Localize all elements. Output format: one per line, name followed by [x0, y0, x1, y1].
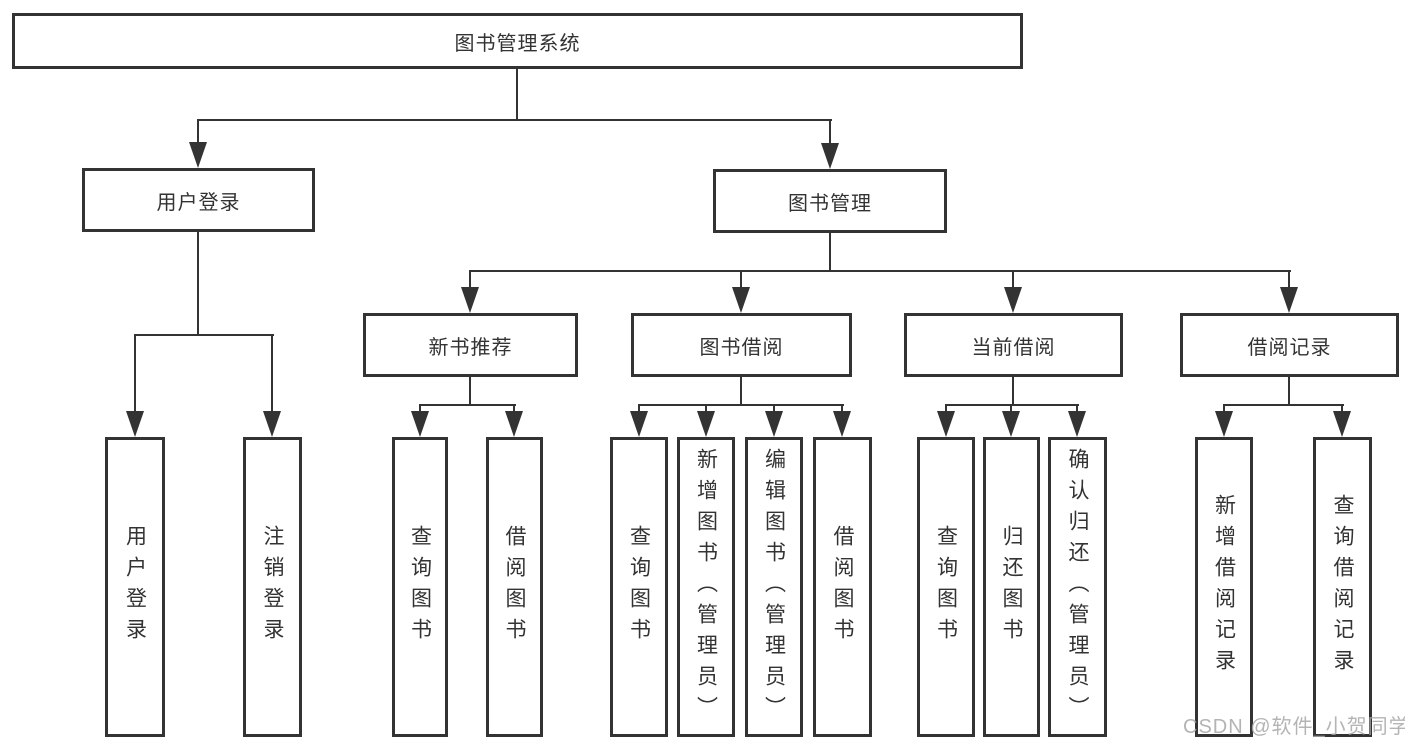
node-current-borrowing: 当前借阅	[904, 313, 1123, 377]
arrow-down-icon	[1004, 287, 1022, 313]
connector-rail	[134, 334, 274, 336]
leaf-label: 查询图书	[627, 525, 651, 649]
leaf-edit-books-admin: 编辑图书（管理员）	[745, 437, 803, 737]
connector-shaft	[705, 404, 707, 414]
connector-stem	[829, 233, 831, 271]
node-borrowing-records: 借阅记录	[1180, 313, 1399, 377]
leaf-label: 借阅图书	[831, 525, 854, 649]
node-label: 当前借阅	[971, 336, 1056, 359]
leaf-label: 归还图书	[1000, 525, 1023, 649]
leaf-add-borrow-record: 新增借阅记录	[1195, 437, 1253, 737]
connector-shaft	[1223, 404, 1225, 414]
arrow-down-icon	[126, 411, 144, 437]
node-user-login: 用户登录	[82, 168, 315, 232]
leaf-label: 新增图书（管理员）	[694, 447, 718, 727]
connector-shaft	[469, 270, 471, 288]
node-label: 图书管理	[788, 192, 872, 215]
leaf-user-login: 用户登录	[105, 437, 165, 737]
leaf-query-borrow-record: 查询借阅记录	[1313, 437, 1372, 737]
node-book-borrowing: 图书借阅	[631, 313, 852, 377]
leaf-logout: 注销登录	[243, 437, 302, 737]
node-new-book-recommend: 新书推荐	[363, 313, 578, 377]
node-label: 借阅记录	[1247, 336, 1332, 359]
csdn-watermark: CSDN @软件_小贺同学	[1183, 716, 1405, 738]
connector-shaft	[945, 404, 947, 414]
connector-rail	[1223, 404, 1344, 406]
connector-shaft	[1012, 270, 1014, 288]
connector-shaft	[1341, 404, 1343, 414]
connector-shaft	[740, 270, 742, 288]
leaf-label: 编辑图书（管理员）	[762, 447, 786, 727]
arrow-down-icon	[732, 287, 750, 313]
connector-shaft	[829, 119, 831, 145]
connector-shaft	[134, 334, 136, 413]
leaf-borrow-books-recommend: 借阅图书	[486, 437, 543, 737]
leaf-label: 用户登录	[123, 525, 147, 649]
connector-rail	[419, 404, 516, 406]
leaf-label: 查询图书	[934, 525, 958, 649]
arrow-down-icon	[411, 411, 429, 437]
connector-shaft	[1076, 404, 1078, 414]
arrow-down-icon	[1002, 411, 1020, 437]
connector-shaft	[1288, 270, 1290, 288]
connector-stem	[469, 377, 471, 406]
connector-shaft	[773, 404, 775, 414]
arrow-down-icon	[461, 287, 479, 313]
connector-shaft	[841, 404, 843, 414]
arrow-down-icon	[630, 411, 648, 437]
arrow-down-icon	[263, 411, 281, 437]
connector-stem	[1288, 377, 1290, 406]
arrow-down-icon	[1068, 411, 1086, 437]
leaf-add-books-admin: 新增图书（管理员）	[677, 437, 735, 737]
arrow-down-icon	[1333, 411, 1351, 437]
connector-shaft	[197, 119, 199, 145]
arrow-down-icon	[505, 411, 523, 437]
leaf-label: 确认归还（管理员）	[1066, 447, 1089, 727]
arrow-down-icon	[189, 142, 207, 168]
node-label: 图书管理系统	[454, 32, 581, 55]
leaf-confirm-return-admin: 确认归还（管理员）	[1048, 437, 1107, 737]
leaf-query-books-borrowing: 查询图书	[610, 437, 668, 737]
leaf-query-books-recommend: 查询图书	[392, 437, 448, 737]
arrow-down-icon	[1215, 411, 1233, 437]
leaf-label: 查询图书	[408, 525, 432, 649]
connector-stem	[740, 377, 742, 406]
connector-stem	[1012, 377, 1014, 406]
leaf-label: 新增借阅记录	[1212, 494, 1236, 680]
node-label: 用户登录	[156, 191, 241, 214]
connector-root-rail	[197, 119, 832, 121]
leaf-query-books-current: 查询图书	[917, 437, 975, 737]
arrow-down-icon	[765, 411, 783, 437]
node-label: 图书借阅	[699, 336, 784, 359]
leaf-borrow-books: 借阅图书	[813, 437, 872, 737]
leaf-label: 注销登录	[261, 525, 284, 649]
node-book-management: 图书管理	[713, 169, 947, 233]
leaf-return-books: 归还图书	[983, 437, 1040, 737]
arrow-down-icon	[697, 411, 715, 437]
arrow-down-icon	[1280, 287, 1298, 313]
leaf-label: 查询借阅记录	[1331, 494, 1354, 680]
connector-shaft	[271, 334, 273, 413]
connector-shaft	[638, 404, 640, 414]
node-library-management-system: 图书管理系统	[12, 13, 1023, 69]
node-label: 新书推荐	[428, 336, 513, 359]
connector-root-stem	[516, 69, 518, 121]
connector-rail	[638, 404, 844, 406]
connector-rail	[945, 404, 1079, 406]
arrow-down-icon	[821, 143, 839, 169]
arrow-down-icon	[833, 411, 851, 437]
arrow-down-icon	[937, 411, 955, 437]
connector-rail	[469, 270, 1291, 272]
connector-shaft	[1010, 404, 1012, 414]
leaf-label: 借阅图书	[503, 525, 526, 649]
connector-shaft	[419, 404, 421, 414]
connector-shaft	[513, 404, 515, 414]
connector-stem	[197, 232, 199, 336]
